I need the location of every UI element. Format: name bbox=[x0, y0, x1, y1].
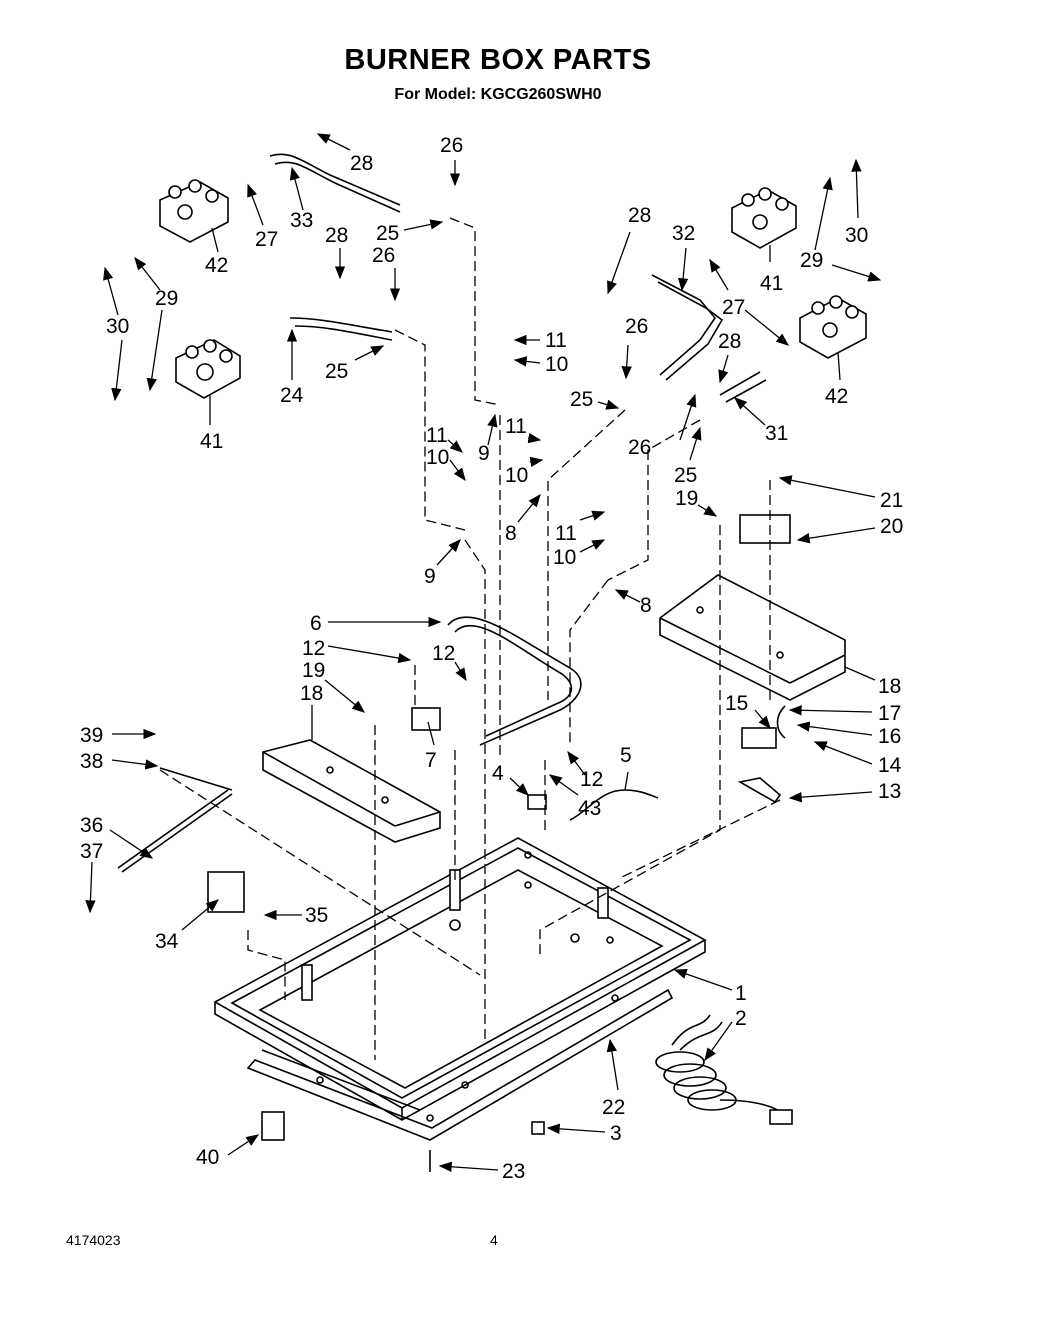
callout-11: 11 bbox=[555, 522, 577, 545]
callout-27: 27 bbox=[722, 296, 745, 319]
callout-3: 3 bbox=[610, 1122, 622, 1145]
callout-28: 28 bbox=[325, 224, 348, 247]
callout-42: 42 bbox=[205, 254, 228, 277]
callout-10: 10 bbox=[505, 464, 528, 487]
callout-26: 26 bbox=[440, 134, 463, 157]
burner-bracket-left bbox=[262, 739, 441, 843]
callout-26: 26 bbox=[628, 436, 651, 459]
power-cord bbox=[655, 1014, 793, 1125]
callout-42: 42 bbox=[825, 385, 848, 408]
model-subtitle: For Model: KGCG260SWH0 bbox=[394, 86, 602, 103]
burner-head-mid-left bbox=[175, 339, 241, 399]
callout-29: 29 bbox=[800, 249, 823, 272]
callout-12: 12 bbox=[580, 768, 603, 791]
callout-28: 28 bbox=[350, 152, 373, 175]
callout-18: 18 bbox=[878, 675, 901, 698]
callout-37: 37 bbox=[80, 840, 103, 863]
burner-head-top-right bbox=[731, 187, 797, 249]
callout-28: 28 bbox=[718, 330, 741, 353]
callout-24: 24 bbox=[280, 384, 304, 407]
callout-9: 9 bbox=[478, 442, 490, 465]
callout-15: 15 bbox=[725, 692, 748, 715]
callout-17: 17 bbox=[878, 702, 901, 725]
callout-25: 25 bbox=[376, 222, 399, 245]
spark-igniter bbox=[527, 794, 547, 810]
callout-layer: 28 26 33 25 27 42 28 26 29 30 25 24 41 1… bbox=[80, 133, 903, 1183]
callout-32: 32 bbox=[672, 222, 695, 245]
callout-8: 8 bbox=[505, 522, 517, 545]
callout-1: 1 bbox=[735, 982, 747, 1005]
callout-29: 29 bbox=[155, 287, 178, 310]
callout-10: 10 bbox=[545, 353, 568, 376]
callout-7: 7 bbox=[425, 749, 437, 772]
callout-10: 10 bbox=[553, 546, 576, 569]
callout-33: 33 bbox=[290, 209, 313, 232]
burner-head-top-left bbox=[159, 179, 229, 243]
clip-bracket bbox=[411, 707, 441, 731]
module-box bbox=[739, 514, 791, 544]
callout-30: 30 bbox=[845, 224, 868, 247]
callout-21: 21 bbox=[880, 489, 903, 512]
callout-41: 41 bbox=[200, 430, 223, 453]
callout-8: 8 bbox=[640, 594, 652, 617]
callout-4: 4 bbox=[492, 762, 504, 785]
callout-6: 6 bbox=[310, 612, 322, 635]
callout-9: 9 bbox=[424, 565, 436, 588]
switch-block bbox=[741, 727, 777, 749]
callout-39: 39 bbox=[80, 724, 103, 747]
callout-38: 38 bbox=[80, 750, 103, 773]
callout-36: 36 bbox=[80, 814, 103, 837]
callout-26: 26 bbox=[625, 315, 648, 338]
callout-12: 12 bbox=[302, 637, 325, 660]
callout-43: 43 bbox=[578, 797, 601, 820]
lower-tray bbox=[246, 988, 674, 1141]
page-title: BURNER BOX PARTS bbox=[344, 44, 652, 76]
regulator-valve bbox=[261, 1111, 285, 1141]
burner-head-mid-right bbox=[799, 295, 867, 359]
callout-11: 11 bbox=[426, 424, 448, 447]
small-components bbox=[117, 514, 791, 1141]
callout-16: 16 bbox=[878, 725, 901, 748]
callout-14: 14 bbox=[878, 754, 902, 777]
page-number: 4 bbox=[490, 1232, 498, 1248]
callout-19: 19 bbox=[675, 487, 698, 510]
callout-28: 28 bbox=[628, 204, 651, 227]
callout-23: 23 bbox=[502, 1160, 525, 1183]
callout-20: 20 bbox=[880, 515, 903, 538]
callout-35: 35 bbox=[305, 904, 328, 927]
callout-11: 11 bbox=[545, 329, 567, 352]
callout-27: 27 bbox=[255, 228, 278, 251]
callout-26: 26 bbox=[372, 244, 395, 267]
callout-10: 10 bbox=[426, 446, 449, 469]
callout-25: 25 bbox=[570, 388, 593, 411]
grommet bbox=[531, 1121, 545, 1135]
callout-25: 25 bbox=[674, 464, 697, 487]
assembly-lines bbox=[159, 217, 781, 1060]
callout-18: 18 bbox=[300, 682, 323, 705]
document-number: 4174023 bbox=[66, 1232, 121, 1248]
valve-bracket bbox=[207, 871, 245, 913]
callout-13: 13 bbox=[878, 780, 901, 803]
callout-12: 12 bbox=[432, 642, 455, 665]
burner-bracket-right bbox=[659, 574, 846, 701]
callout-2: 2 bbox=[735, 1007, 747, 1030]
callout-25: 25 bbox=[325, 360, 348, 383]
gas-tubes bbox=[269, 153, 767, 746]
callout-30: 30 bbox=[106, 315, 129, 338]
callout-34: 34 bbox=[155, 930, 179, 953]
callout-5: 5 bbox=[620, 744, 632, 767]
burner-box-pan bbox=[213, 837, 707, 1121]
callout-31: 31 bbox=[765, 422, 788, 445]
callout-40: 40 bbox=[196, 1146, 219, 1169]
callout-19: 19 bbox=[302, 659, 325, 682]
callout-22: 22 bbox=[602, 1096, 625, 1119]
callout-41: 41 bbox=[760, 272, 783, 295]
callout-11: 11 bbox=[505, 415, 527, 438]
